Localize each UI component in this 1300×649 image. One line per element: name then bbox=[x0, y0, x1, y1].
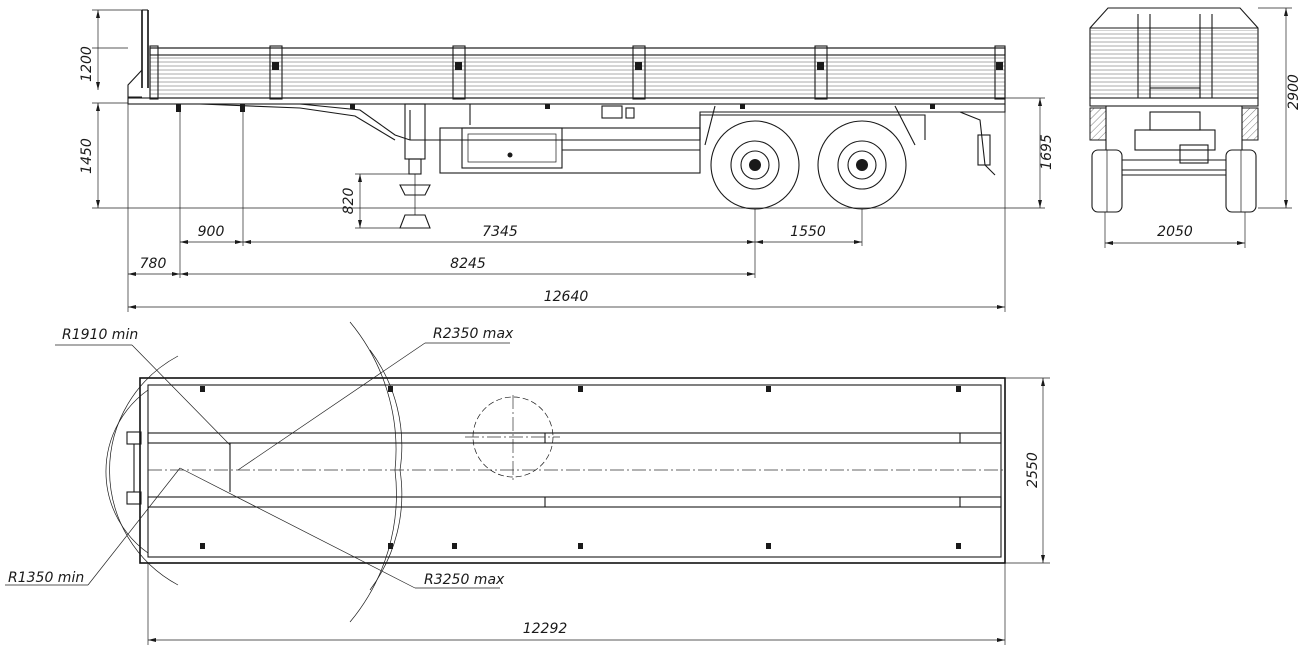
dim-height-deck: 1450 bbox=[79, 138, 95, 174]
dim-overall-height: 2900 bbox=[1286, 74, 1300, 110]
rear-view: 2900 2050 bbox=[1089, 7, 1300, 248]
dim-kingpin-to-axle: 8245 bbox=[450, 256, 486, 272]
label-turn-radius-max: R2350 max bbox=[433, 326, 514, 342]
dim-height-total: 1695 bbox=[1039, 134, 1055, 170]
plan-view: R1910 min R2350 max R1350 min R3250 max … bbox=[5, 321, 1050, 645]
deck bbox=[127, 97, 1006, 141]
dim-front-overhang: 780 bbox=[140, 256, 167, 272]
dim-leg-travel: 820 bbox=[341, 188, 357, 215]
headboard bbox=[127, 9, 149, 98]
side-boards bbox=[149, 45, 1006, 100]
deck-brackets bbox=[176, 104, 935, 112]
dim-kingpin-offset: 900 bbox=[198, 224, 225, 240]
dim-body-length: 12292 bbox=[523, 621, 568, 637]
label-turn-radius-min: R1350 min bbox=[8, 570, 84, 586]
toolbox bbox=[439, 105, 701, 174]
side-view: 1200 1450 1695 820 900 7345 1550 780 824… bbox=[79, 9, 1055, 312]
dim-to-axle: 7345 bbox=[482, 224, 518, 240]
wheels bbox=[699, 105, 996, 210]
dim-track-width: 2050 bbox=[1157, 224, 1193, 240]
dim-height-sides: 1200 bbox=[79, 46, 95, 82]
landing-gear bbox=[399, 103, 431, 229]
dim-axle-spacing: 1550 bbox=[790, 224, 826, 240]
label-swing-radius-max: R3250 max bbox=[424, 572, 505, 588]
label-turn-radius-front-min: R1910 min bbox=[62, 327, 138, 343]
dim-width: 2550 bbox=[1025, 452, 1041, 488]
dim-overall-length: 12640 bbox=[544, 289, 589, 305]
